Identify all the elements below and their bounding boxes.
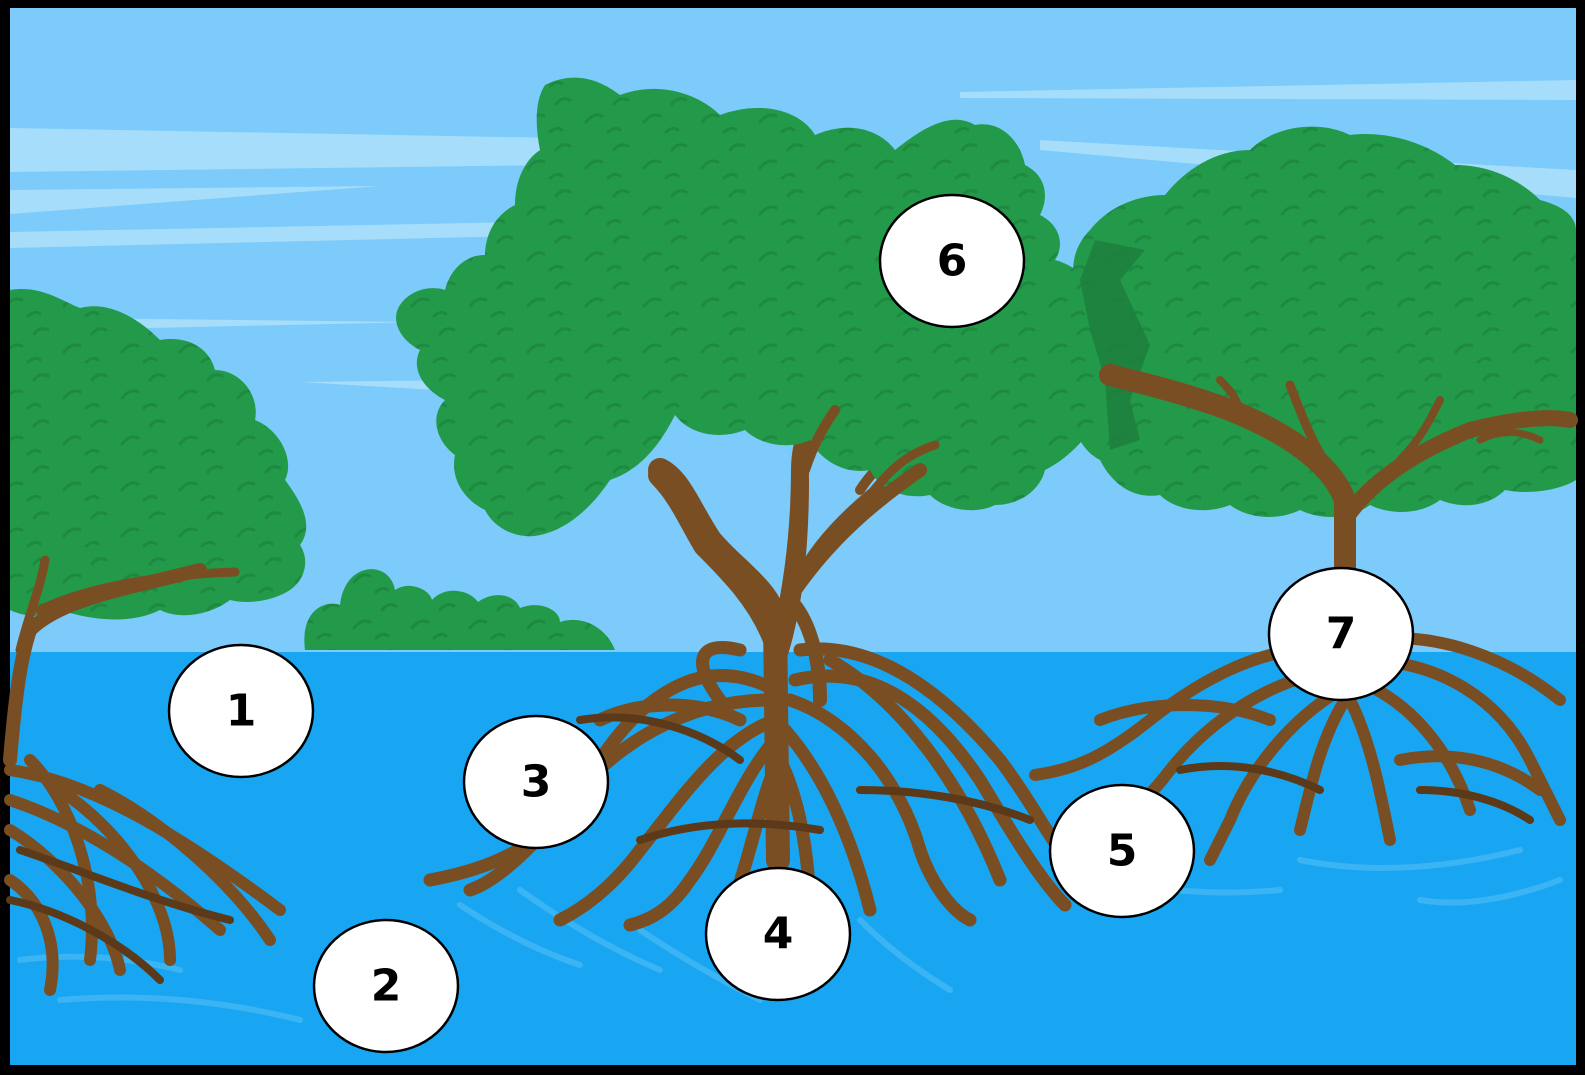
marker-3-label: 3 (521, 757, 552, 808)
marker-6[interactable]: 6 (878, 193, 1026, 329)
distant-bush (304, 569, 615, 650)
marker-4[interactable]: 4 (704, 866, 852, 1002)
left-mangrove-tree (3, 289, 307, 996)
marker-5[interactable]: 5 (1048, 783, 1196, 919)
marker-7-label: 7 (1326, 609, 1357, 660)
marker-1-label: 1 (226, 686, 257, 737)
marker-1[interactable]: 1 (167, 643, 315, 779)
marker-2[interactable]: 2 (312, 918, 460, 1054)
marker-2-label: 2 (371, 961, 402, 1012)
right-mangrove-tree (1029, 126, 1578, 866)
center-mangrove-tree (396, 77, 1107, 932)
marker-7[interactable]: 7 (1267, 566, 1415, 702)
marker-4-label: 4 (763, 909, 794, 960)
marker-3[interactable]: 3 (462, 714, 610, 850)
marker-5-label: 5 (1107, 826, 1138, 877)
canopy-overlap-shadow (1080, 240, 1150, 450)
marker-6-label: 6 (937, 236, 968, 287)
